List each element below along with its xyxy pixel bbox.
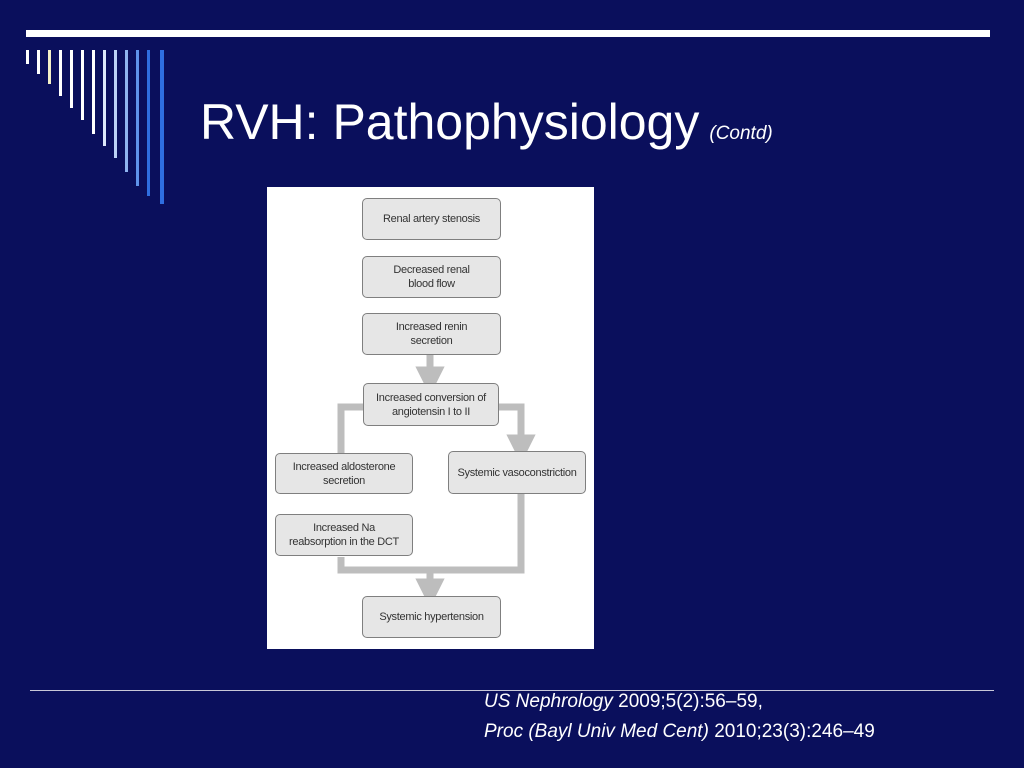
- node-label-line1: Decreased renal: [393, 264, 470, 276]
- node-label-line2: reabsorption in the DCT: [289, 536, 399, 548]
- node-label-line2: angiotensin I to II: [391, 405, 471, 418]
- node-label: Systemic hypertension: [379, 611, 484, 623]
- node-increased-na-reabsorption: Increased Na reabsorption in the DCT: [275, 514, 413, 556]
- node-label-line1: Increased aldosterone: [292, 460, 396, 473]
- node-renal-artery-stenosis: Renal artery stenosis: [362, 198, 501, 240]
- stripe-4: [59, 50, 62, 96]
- connector-conversion-to-aldosterone: [337, 403, 363, 453]
- citation-line-2: Proc (Bayl Univ Med Cent) 2010;23(3):246…: [484, 717, 875, 747]
- node-systemic-hypertension: Systemic hypertension: [362, 596, 501, 638]
- flowchart-connectors: [337, 355, 536, 608]
- citation-journal-2: Proc (Bayl Univ Med Cent): [484, 721, 709, 742]
- stripe-3: [48, 50, 51, 84]
- node-label-line2: blood flow: [408, 278, 455, 290]
- stripe-6: [81, 50, 84, 120]
- slide-title: RVH: Pathophysiology (Contd): [200, 92, 773, 164]
- bottom-rule: [30, 690, 994, 691]
- arrow-conversion-to-vasoconstriction: [498, 403, 536, 464]
- title-suffix: (Contd): [709, 123, 773, 144]
- stripe-13: [160, 50, 164, 204]
- stripe-1: [26, 50, 29, 64]
- title-text: RVH: Pathophysiology: [200, 94, 700, 150]
- flowchart-figure: Renal artery stenosis Decreased renal blo…: [267, 187, 594, 649]
- stripe-7: [92, 50, 95, 134]
- node-label: Renal artery stenosis: [382, 213, 481, 225]
- node-increased-renin-secretion: Increased renin secretion: [362, 313, 501, 355]
- node-label-line1: Increased conversion of: [376, 391, 486, 404]
- stripe-9: [114, 50, 117, 158]
- node-label-line1: Increased Na: [313, 522, 375, 534]
- citation-ref-1: 2009;5(2):56–59,: [618, 691, 763, 712]
- stripe-8: [103, 50, 106, 146]
- node-label-line2: secretion: [323, 474, 365, 487]
- node-decreased-renal-blood-flow: Decreased renal blood flow: [362, 256, 501, 298]
- top-rule: [26, 30, 990, 37]
- connector-vasoconstriction-to-hypertension: [430, 494, 525, 574]
- stripe-11: [136, 50, 139, 186]
- stripe-2: [37, 50, 40, 74]
- stripe-12: [147, 50, 150, 196]
- connector-na-to-hypertension: [337, 557, 430, 574]
- citation-ref-2: 2010;23(3):246–49: [714, 721, 875, 742]
- node-label-line2: secretion: [410, 335, 453, 347]
- node-systemic-vasoconstriction: Systemic vasoconstriction: [448, 451, 586, 494]
- citation-journal-1: US Nephrology: [484, 691, 613, 712]
- decorative-stripes: [26, 50, 164, 204]
- stripe-10: [125, 50, 128, 172]
- node-label-line1: Increased renin: [395, 321, 468, 333]
- node-label: Systemic vasoconstriction: [457, 466, 577, 479]
- stripe-5: [70, 50, 73, 108]
- citation-line-1: US Nephrology 2009;5(2):56–59,: [484, 687, 875, 717]
- citation: US Nephrology 2009;5(2):56–59, Proc (Bay…: [484, 687, 875, 747]
